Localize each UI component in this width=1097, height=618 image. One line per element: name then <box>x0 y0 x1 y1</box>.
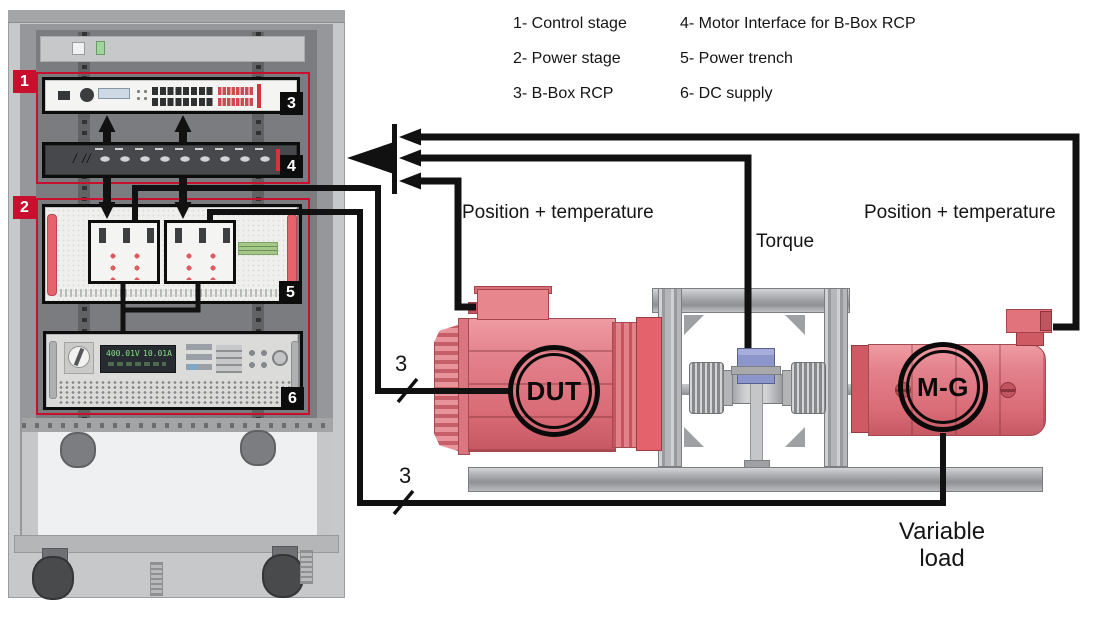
bbox-red-stripe <box>257 84 261 108</box>
legend-item-power-stage: 2- Power stage <box>513 50 621 67</box>
front-caster-left-wheel <box>32 556 74 600</box>
torque-sensor-support-post <box>750 382 763 466</box>
dut-circle-tag: DUT <box>508 345 600 437</box>
frame-post-right <box>824 288 848 467</box>
torque-label: Torque <box>756 231 815 252</box>
annotation-box-power-trench <box>42 204 302 304</box>
badge-control-stage: 1 <box>13 70 36 93</box>
badge-dc-supply: 6 <box>281 387 304 410</box>
leveling-foot-right <box>300 550 313 584</box>
front-caster-right-wheel <box>262 554 304 598</box>
mg-screw-boss-right <box>1000 382 1016 398</box>
annotation-box-dc-supply <box>43 331 303 410</box>
arrowhead-torque-signal-icon <box>399 149 421 167</box>
arrowhead-mg-signal-icon <box>399 128 421 146</box>
dut-motor-flange <box>636 317 662 451</box>
dut-position-temperature-cable <box>418 177 476 311</box>
coupling-hub-left <box>723 370 733 406</box>
rear-caster-right <box>240 430 276 466</box>
mg-circle-tag: M-G <box>898 342 988 432</box>
mg-motor-flange <box>851 345 869 433</box>
dut-cable-gland <box>468 302 478 314</box>
motor-interface-red-stripe <box>276 149 280 171</box>
dut-motor-front-rings <box>612 322 638 448</box>
rack-lower-column-left <box>22 432 38 535</box>
dut-label: DUT <box>526 375 582 406</box>
leveling-foot-left <box>150 562 163 596</box>
phase-count-dut-label: 3 <box>395 351 408 376</box>
rj45-port-row-bottom <box>152 98 214 106</box>
blank-panel-led <box>96 41 105 55</box>
coupling-hub-right <box>782 370 792 406</box>
dc-supply-current-readout: 10.01A <box>143 349 172 358</box>
frame-gusset-bottom-left <box>684 427 704 447</box>
arrowhead-to-motor-interface-icon <box>347 142 394 174</box>
rack-top-bar <box>8 10 345 23</box>
rj45-port-row-top <box>152 87 214 95</box>
frame-gusset-bottom-right <box>785 427 805 447</box>
frame-gusset-top-right <box>785 315 805 335</box>
arrowhead-dut-signal-icon <box>399 172 421 190</box>
mg-label: M-G <box>916 371 970 402</box>
antenna-icons <box>135 88 149 102</box>
phase-slash-mg <box>392 489 415 516</box>
phase-slash-dut <box>396 377 419 404</box>
blank-panel-module <box>72 42 85 55</box>
rack-mid-rail <box>22 418 333 432</box>
bellows-coupling-right <box>791 362 826 414</box>
badge-power-trench: 5 <box>279 281 302 304</box>
legend-item-control-stage: 1- Control stage <box>513 15 627 32</box>
mg-connector-neck <box>1016 331 1044 346</box>
dut-terminal-box <box>477 289 549 320</box>
dc-supply-display-status-row <box>108 362 166 366</box>
legend-item-motor-interface: 4- Motor Interface for B-Box RCP <box>680 15 916 32</box>
front-knob <box>80 88 94 102</box>
motor-interface-marks: / // <box>73 151 92 166</box>
bbox-lcd <box>98 88 130 99</box>
legend-item-power-trench: 5- Power trench <box>680 50 793 67</box>
torque-sensor-mount-plate <box>731 366 781 375</box>
dc-supply-blue-button <box>188 364 198 370</box>
db9-silkscreen-labels <box>95 148 275 150</box>
badge-motor-interface: 4 <box>280 155 303 178</box>
rack-bottom-sill <box>14 535 339 553</box>
mg-connector-ring <box>1040 311 1052 331</box>
dc-supply-voltage-readout: 400.01V <box>106 349 140 358</box>
bellows-coupling-left <box>689 362 724 414</box>
rack-lower-column-right <box>317 432 333 535</box>
badge-bbox-rcp: 3 <box>280 92 303 115</box>
bench-base-rail <box>468 467 1043 492</box>
db9-connector-row <box>95 152 275 166</box>
variable-load-label: Variable load <box>898 518 986 572</box>
legend-item-dc-supply: 6- DC supply <box>680 85 773 102</box>
ethernet-port-icon <box>58 91 70 100</box>
red-connector-row-bottom <box>218 98 254 106</box>
red-connector-row-top <box>218 87 254 95</box>
group-box-control-stage <box>36 72 310 184</box>
position-temperature-label-right: Position + temperature <box>864 202 1056 223</box>
frame-gusset-top-left <box>684 315 704 335</box>
torque-sensor-support-foot <box>744 460 770 468</box>
badge-power-stage: 2 <box>13 196 36 219</box>
position-temperature-label-left: Position + temperature <box>462 202 654 223</box>
legend-item-bbox-rcp: 3- B-Box RCP <box>513 85 614 102</box>
power-trench-handle-left <box>47 214 57 296</box>
annotation-box-bbox-rcp <box>42 77 300 114</box>
phase-count-mg-label: 3 <box>399 463 412 488</box>
dc-supply-handle-left <box>49 341 57 399</box>
rear-caster-left <box>60 432 96 468</box>
